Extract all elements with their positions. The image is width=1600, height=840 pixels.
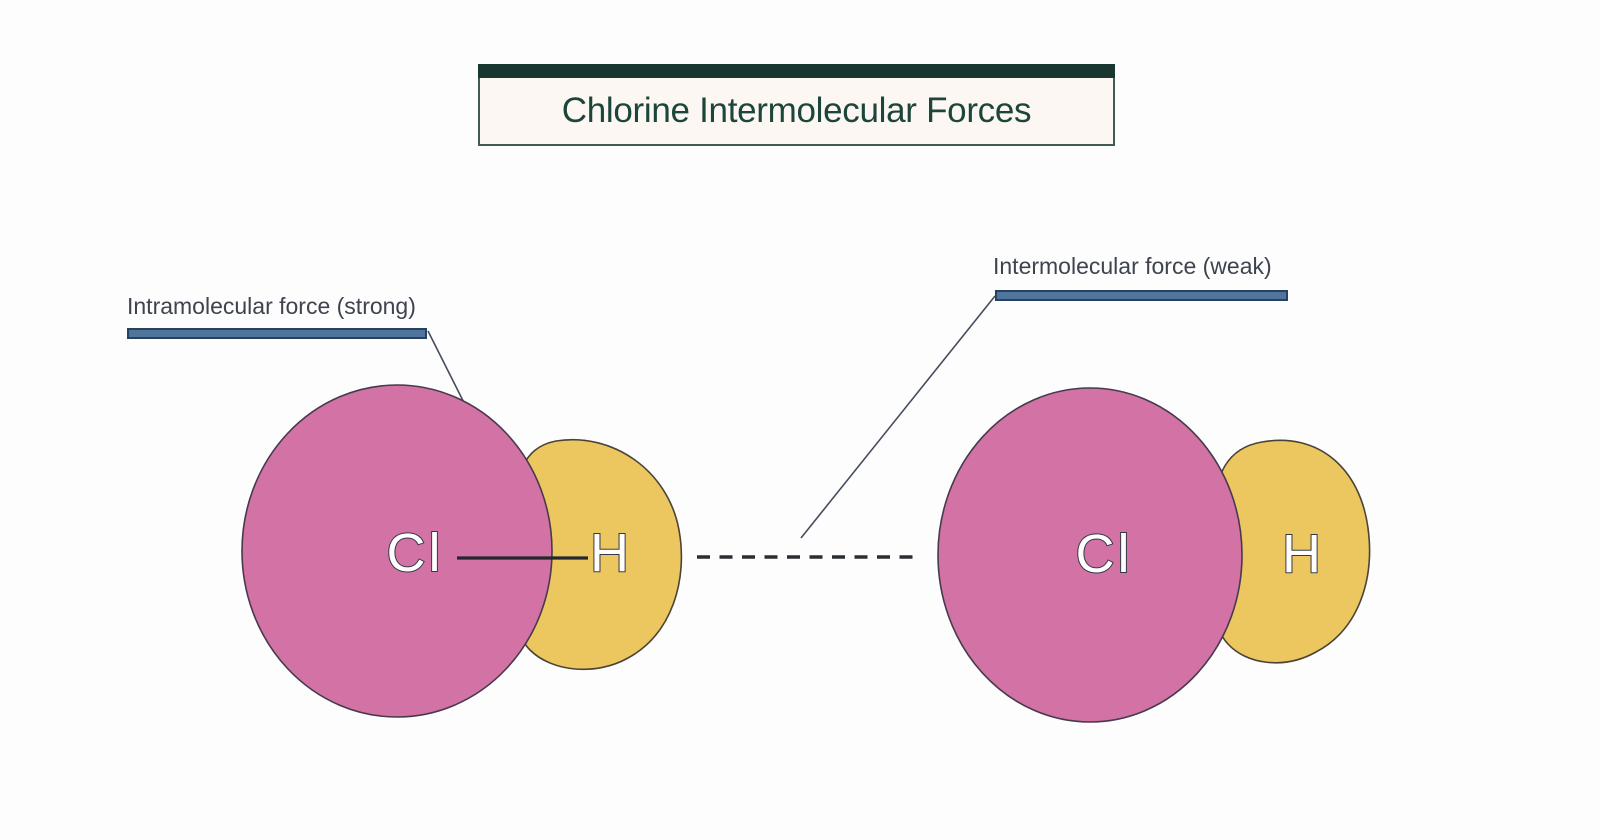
chlorine-symbol-left: Cl [387,523,444,583]
title-body: Chlorine Intermolecular Forces [478,78,1115,146]
intermolecular-force-label: Intermolecular force (weak) [993,253,1272,279]
chlorine-symbol-right: Cl [1076,524,1133,584]
intermolecular-label-underline [995,290,1288,301]
leader-line-intermolecular [800,295,996,539]
chlorine-atom-right [937,387,1243,723]
title-accent-bar [478,64,1115,78]
chlorine-atom-left [241,384,553,718]
intramolecular-force-label: Intramolecular force (strong) [127,293,416,319]
hydrogen-symbol-left: H [590,523,632,583]
title-box: Chlorine Intermolecular Forces [478,64,1115,148]
intramolecular-label-underline [127,328,427,339]
diagram-title: Chlorine Intermolecular Forces [561,91,1032,130]
hydrogen-symbol-right: H [1282,524,1324,584]
